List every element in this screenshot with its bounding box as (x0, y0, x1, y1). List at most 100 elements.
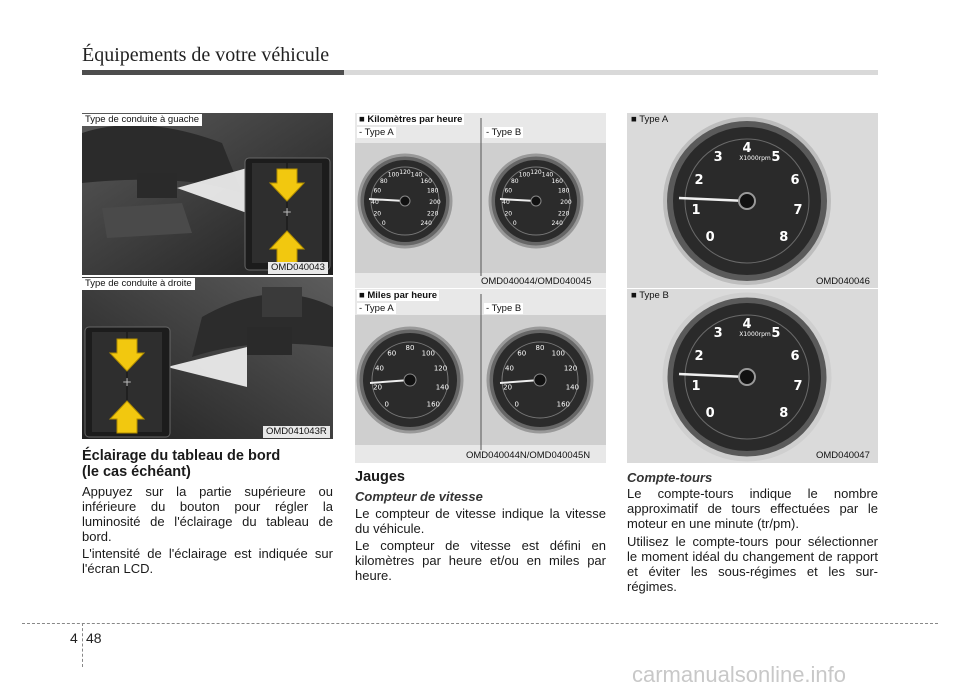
mph-b-tick-100: 100 (552, 350, 565, 358)
kmh-a-tick-20: 20 (373, 211, 381, 218)
tach-a-tick-1: 1 (691, 203, 700, 218)
tach-a-tick-2: 2 (694, 173, 703, 188)
page-header-title: Équipements de votre véhicule (82, 44, 330, 66)
kmh-a-tick-140: 140 (411, 171, 423, 178)
site-watermark: carmanualsonline.info (632, 662, 847, 687)
dashboard-photo-rhd: + (82, 277, 333, 439)
kmh-b-tick-140: 140 (542, 171, 554, 178)
tach-b-tick-7: 7 (793, 379, 802, 394)
mph-b-tick-120: 120 (564, 364, 577, 372)
mph-header: ■ Miles par heure (357, 290, 440, 301)
photo-code-lhd: OMD040043 (268, 262, 328, 274)
kmh-b-tick-120: 120 (530, 169, 542, 176)
mph-type-a: - Type A (357, 303, 396, 314)
tach-type-b-code: OMD040047 (813, 450, 873, 462)
tachometer-subheading: Compte-tours (627, 470, 713, 485)
kmh-a-tick-160: 160 (420, 178, 432, 185)
photo-code-rhd: OMD041043R (263, 426, 330, 438)
lighting-para-1: Appuyez sur la partie supérieure ou infé… (82, 484, 333, 544)
tachometer-b (662, 292, 832, 462)
rpm-unit-label: X1000rpm (739, 155, 771, 162)
mph-a-tick-40: 40 (375, 364, 384, 372)
tach-b-tick-2: 2 (694, 349, 703, 364)
kmh-header: ■ Kilomètres par heure (357, 114, 465, 125)
tach-a-tick-7: 7 (793, 203, 802, 218)
section-heading-lighting: Éclairage du tableau de bord (le cas éch… (82, 448, 333, 480)
tach-a-tick-0: 0 (706, 230, 715, 245)
kmh-b-tick-40: 40 (502, 199, 510, 206)
svg-text:+: + (122, 375, 132, 389)
heading-line-1: Éclairage du tableau de bord (82, 448, 281, 464)
mph-code: OMD040044N/OMD040045N (463, 450, 594, 462)
kmh-a-tick-220: 220 (427, 211, 439, 218)
kmh-a-tick-100: 100 (388, 171, 400, 178)
kmh-a-tick-0: 0 (382, 220, 386, 227)
mph-b-tick-20: 20 (503, 383, 512, 391)
kmh-b-tick-200: 200 (560, 199, 572, 206)
mph-a-tick-100: 100 (422, 350, 435, 358)
mph-a-tick-120: 120 (434, 364, 447, 372)
kmh-b-tick-180: 180 (558, 188, 570, 195)
mph-b-tick-80: 80 (536, 344, 545, 352)
lighting-para-2: L'intensité de l'éclairage est indiquée … (82, 546, 333, 576)
photo-label-lhd: Type de conduite à guache (82, 114, 203, 126)
svg-text:+: + (282, 205, 292, 219)
mph-b-tick-40: 40 (505, 364, 514, 372)
kmh-b-tick-240: 240 (551, 220, 563, 227)
tach-type-a-label: ■ Type A (629, 114, 671, 125)
tach-a-tick-6: 6 (790, 173, 799, 188)
kmh-b-tick-160: 160 (551, 178, 563, 185)
kmh-a-tick-60: 60 (373, 188, 381, 195)
kmh-type-a: - Type A (357, 127, 396, 138)
chapter-number: 4 (70, 630, 78, 646)
mph-a-tick-160: 160 (427, 400, 440, 408)
kmh-code: OMD040044/OMD040045 (478, 276, 595, 288)
mph-a-tick-80: 80 (406, 344, 415, 352)
mph-b-tick-60: 60 (517, 350, 526, 358)
kmh-a-tick-40: 40 (371, 199, 379, 206)
tach-b-tick-4: 4 (742, 317, 751, 332)
rpm-unit-label: X1000rpm (739, 331, 771, 338)
tach-type-b-label: ■ Type B (629, 290, 671, 301)
tachometer-para-1: Le compte-tours indique le nombre approx… (627, 486, 878, 531)
kmh-b-tick-20: 20 (504, 211, 512, 218)
gauges-heading: Jauges (355, 469, 405, 485)
heading-line-2: (le cas échéant) (82, 464, 191, 480)
kmh-a-tick-120: 120 (399, 169, 411, 176)
speedometer-kmh-b (488, 153, 584, 249)
tach-type-a-code: OMD040046 (813, 276, 873, 288)
tach-a-tick-4: 4 (742, 141, 751, 156)
kmh-a-tick-240: 240 (420, 220, 432, 227)
mph-type-b: - Type B (484, 303, 524, 314)
speedometer-mph-b (486, 326, 594, 434)
tach-a-tick-8: 8 (779, 230, 788, 245)
tach-b-tick-6: 6 (790, 349, 799, 364)
page-number: 48 (86, 630, 102, 646)
mph-a-tick-60: 60 (387, 350, 396, 358)
mph-a-tick-0: 0 (384, 400, 388, 408)
kmh-a-tick-80: 80 (380, 178, 388, 185)
photo-label-rhd: Type de conduite à droite (82, 278, 195, 290)
speedometer-subheading: Compteur de vitesse (355, 489, 483, 504)
kmh-a-tick-200: 200 (429, 199, 441, 206)
mph-b-tick-0: 0 (514, 400, 518, 408)
speedometer-para-1: Le compteur de vitesse indique la vitess… (355, 506, 606, 536)
kmh-b-tick-100: 100 (519, 171, 531, 178)
footer-divider (82, 623, 83, 667)
header-rule (82, 70, 878, 75)
tach-a-tick-3: 3 (714, 150, 723, 165)
dashboard-photo-lhd: + (82, 113, 333, 275)
kmh-b-tick-220: 220 (558, 211, 570, 218)
tachometer-para-2: Utilisez le compte-tours pour sélectionn… (627, 534, 878, 594)
kmh-b-tick-0: 0 (513, 220, 517, 227)
speedometer-para-2: Le compteur de vitesse est défini en kil… (355, 538, 606, 583)
tach-b-tick-8: 8 (779, 406, 788, 421)
tachometer-a (663, 117, 831, 285)
tach-b-tick-1: 1 (691, 379, 700, 394)
tach-b-tick-3: 3 (714, 326, 723, 341)
kmh-b-tick-60: 60 (504, 188, 512, 195)
kmh-a-tick-180: 180 (427, 188, 439, 195)
